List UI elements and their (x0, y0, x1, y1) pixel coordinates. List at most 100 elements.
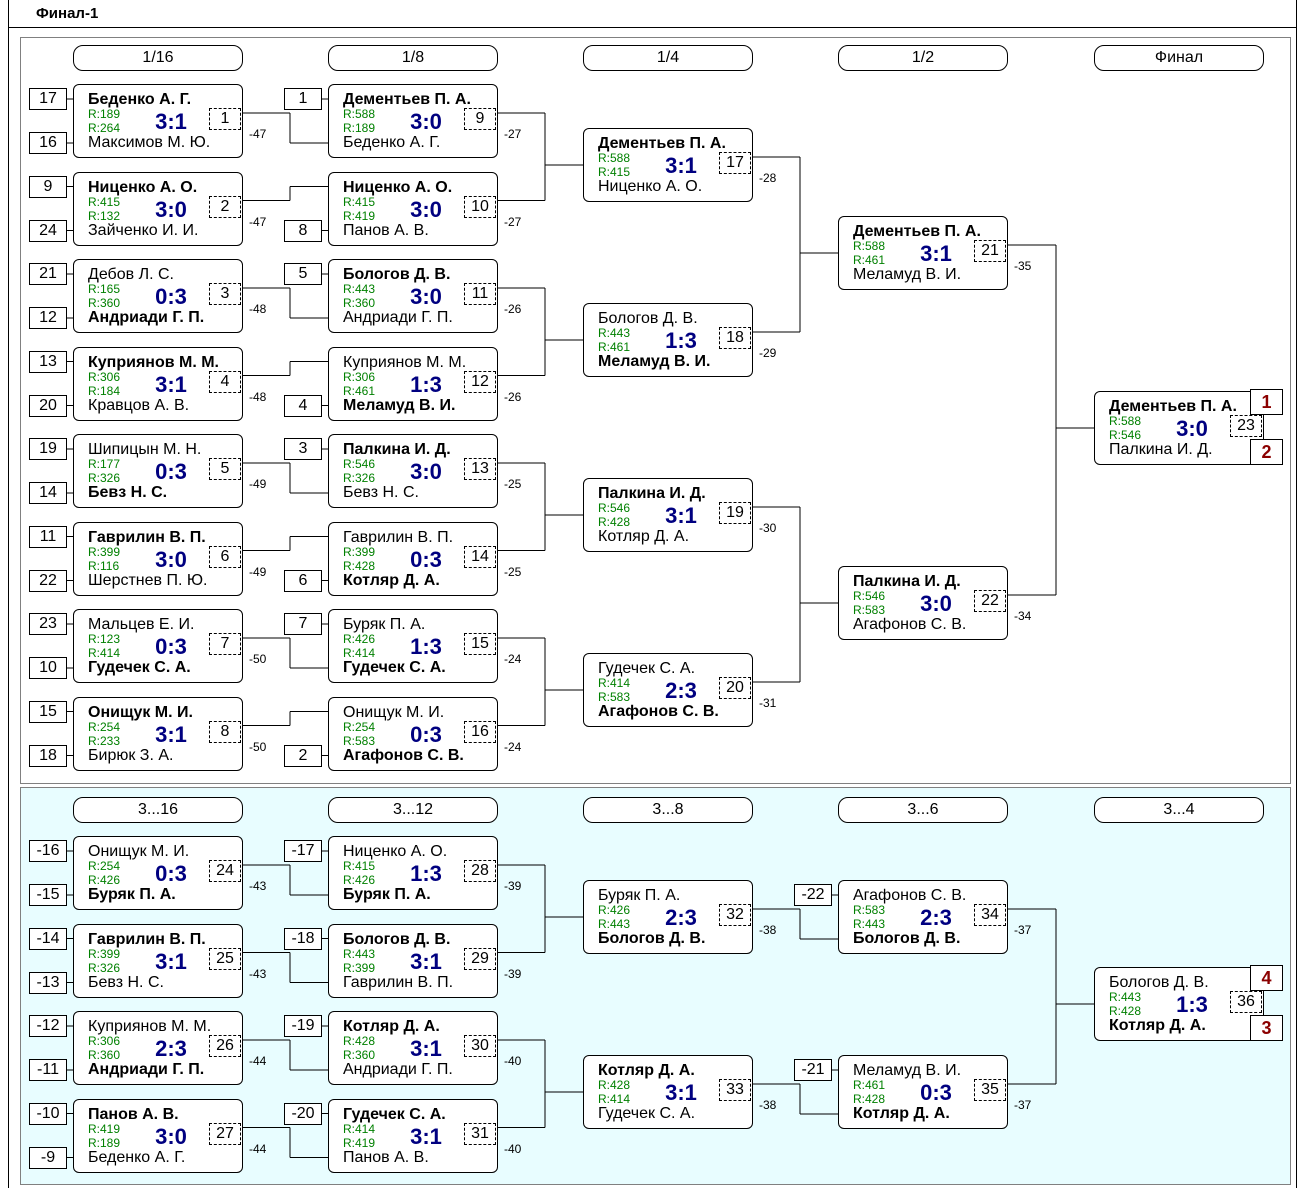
player-name-bottom: Котляр Д. А. (598, 528, 690, 545)
player-name-top: Ниценко А. О. (343, 843, 448, 860)
match-number-box: 8 (209, 720, 241, 743)
loser-destination-label: -24 (504, 739, 522, 754)
player-name-top: Ниценко А. О. (343, 178, 453, 196)
seed-box: 1 (284, 88, 322, 110)
match-score: 3:0 (1176, 416, 1208, 441)
match-score: 3:1 (410, 1123, 442, 1149)
rating-bottom: R:189 (88, 1135, 121, 1150)
seed-box: -13 (29, 971, 67, 994)
place-badge-bottom: 2 (1250, 439, 1283, 465)
rating-bottom: R:428 (598, 515, 631, 529)
seed-box: -12 (29, 1015, 67, 1037)
rating-top: R:588 (1109, 414, 1142, 428)
player-name-top: Бологов Д. В. (598, 310, 698, 327)
match-number-box: 2 (209, 195, 241, 218)
seed-box: 6 (284, 569, 322, 592)
match-score: 1:3 (665, 328, 697, 353)
seed-box: -20 (284, 1102, 322, 1125)
rating-bottom: R:360 (88, 296, 121, 310)
rating-top: R:588 (853, 239, 886, 253)
match-number-box: 20 (719, 677, 751, 699)
player-name-bottom: Буряк П. А. (343, 886, 431, 903)
match-score: 2:3 (665, 905, 697, 930)
seed-box: 24 (29, 219, 67, 242)
rating-top: R:546 (598, 501, 631, 515)
match-number-box: 5 (209, 458, 241, 480)
place-badge-top: 4 (1250, 965, 1283, 991)
player-name-top: Бологов Д. В. (1109, 974, 1209, 991)
seed-box: -11 (29, 1059, 67, 1081)
player-name-bottom: Бирюк З. А. (88, 746, 174, 764)
rating-bottom: R:461 (598, 340, 631, 354)
rating-bottom: R:233 (88, 733, 121, 748)
seed-box: 12 (29, 307, 67, 329)
rating-bottom: R:326 (343, 471, 376, 485)
rating-bottom: R:428 (853, 1092, 886, 1106)
round-header-1: 3...16 (73, 797, 243, 823)
rating-top: R:461 (853, 1078, 886, 1092)
loser-destination-label: -34 (1014, 609, 1032, 623)
loser-destination-label: -26 (504, 302, 522, 316)
player-name-top: Онищук М. И. (88, 843, 190, 860)
match-number-box: 11 (464, 283, 496, 305)
rating-bottom: R:443 (598, 917, 631, 931)
player-name-top: Палкина И. Д. (598, 485, 706, 502)
match-number-box: 27 (209, 1122, 241, 1145)
loser-destination-label: -48 (249, 389, 267, 404)
seed-box: -17 (284, 840, 322, 862)
match-score: 3:0 (155, 196, 187, 222)
player-name-top: Дементьев П. А. (598, 135, 726, 152)
match-score: 3:1 (155, 371, 187, 397)
match-score: 0:3 (155, 459, 187, 484)
loser-destination-label: -50 (249, 652, 267, 666)
match-score: 3:1 (920, 241, 952, 266)
loser-destination-label: -26 (504, 389, 522, 404)
round-header-2: 1/8 (328, 45, 498, 71)
rating-top: R:428 (598, 1078, 631, 1092)
seed-box: 5 (284, 263, 322, 285)
player-name-bottom: Бевз Н. С. (88, 973, 164, 991)
place-badge-top: 1 (1250, 389, 1283, 415)
match-score: 1:3 (1176, 992, 1208, 1017)
player-name-top: Меламуд В. И. (853, 1062, 962, 1079)
player-name-top: Буряк П. А. (343, 616, 426, 633)
match-score: 3:0 (410, 459, 442, 484)
player-name-top: Гаврилин В. П. (88, 528, 206, 546)
